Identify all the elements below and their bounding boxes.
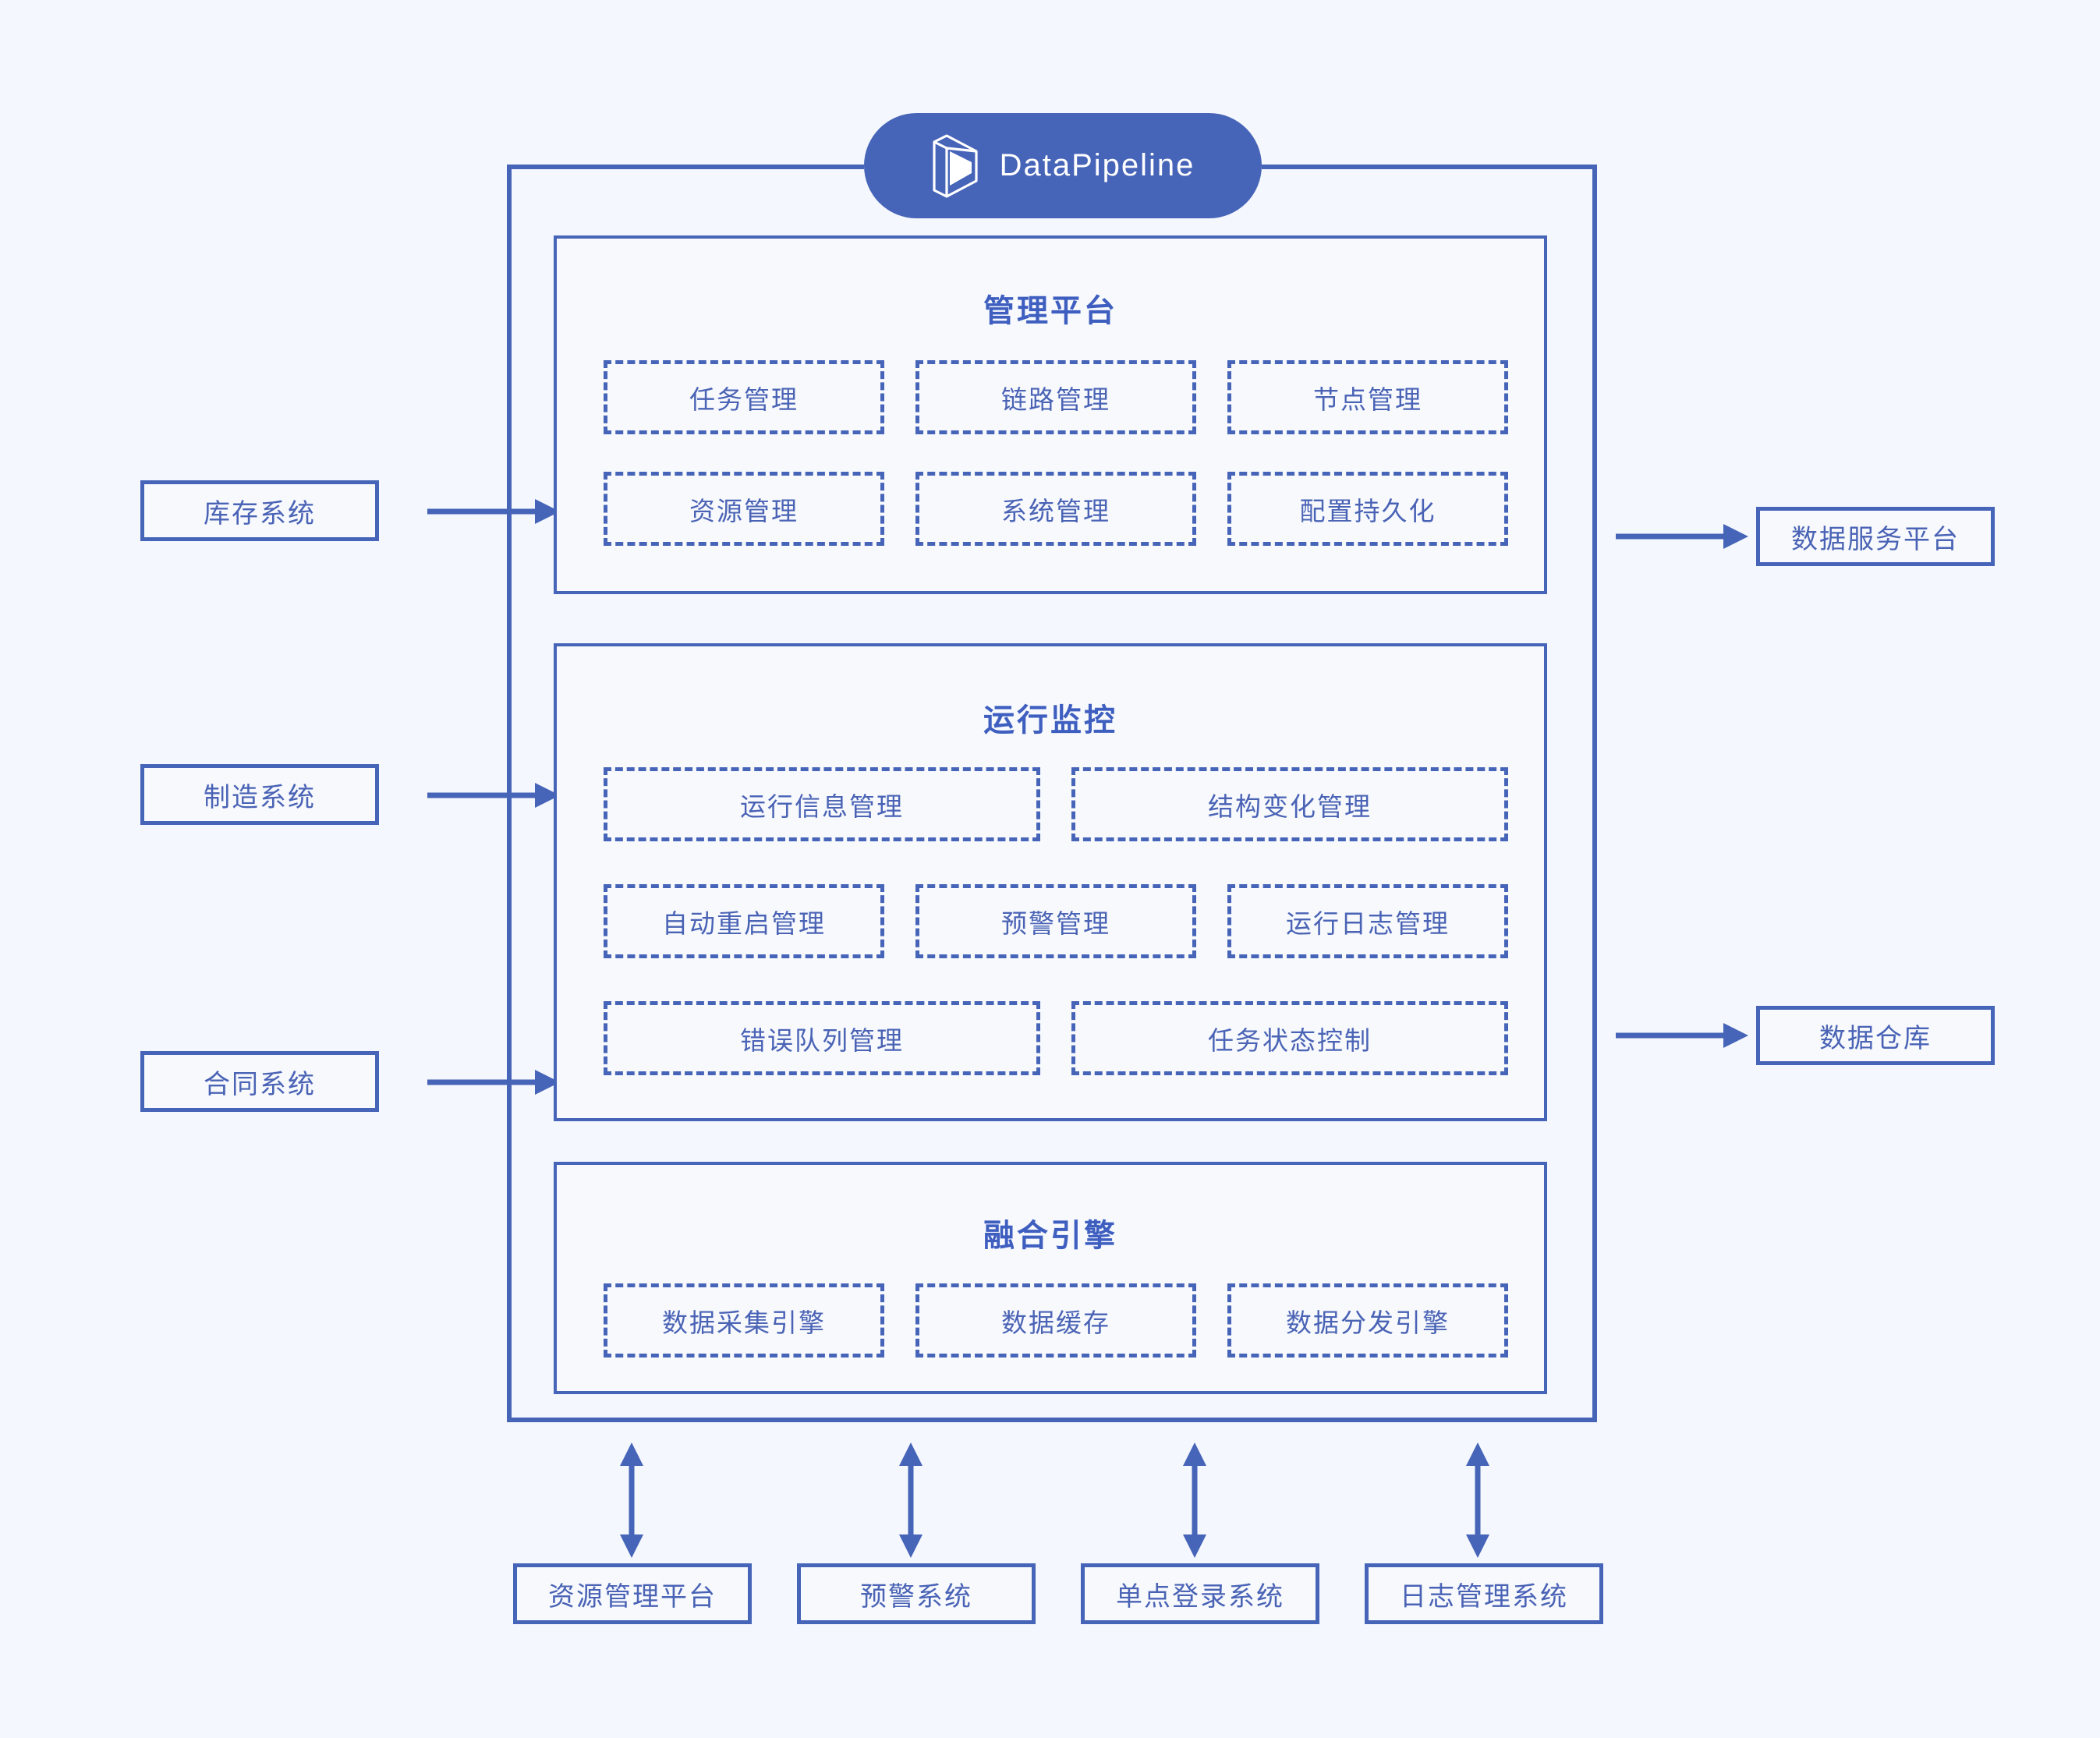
module-link-management[interactable]: 链路管理 bbox=[915, 360, 1196, 434]
module-resource-management[interactable]: 资源管理 bbox=[604, 472, 884, 546]
source-label-0: 库存系统 bbox=[204, 498, 316, 529]
module-task-state-control[interactable]: 任务状态控制 bbox=[1071, 1001, 1508, 1075]
module-label: 节点管理 bbox=[1313, 384, 1422, 414]
target-label-0: 数据服务平台 bbox=[1791, 524, 1960, 554]
brand-name: DataPipeline bbox=[999, 148, 1195, 182]
source-label-1: 制造系统 bbox=[204, 782, 316, 812]
module-data-distribution-engine[interactable]: 数据分发引擎 bbox=[1227, 1283, 1508, 1357]
bottom-system-label-2: 单点登录系统 bbox=[1116, 1581, 1284, 1612]
arrow-right-icon-source-2 bbox=[427, 1067, 560, 1098]
datapipeline-cube-icon bbox=[931, 133, 979, 198]
arrow-updown-icon-1 bbox=[895, 1442, 926, 1558]
module-label: 任务管理 bbox=[689, 384, 799, 414]
panel-title-fusion-engine: 融合引擎 bbox=[983, 1219, 1117, 1253]
module-label: 自动重启管理 bbox=[662, 908, 826, 938]
module-data-cache[interactable]: 数据缓存 bbox=[915, 1283, 1196, 1357]
module-runtime-info-management[interactable]: 运行信息管理 bbox=[604, 767, 1040, 841]
module-auto-restart-management[interactable]: 自动重启管理 bbox=[604, 884, 884, 958]
module-node-management[interactable]: 节点管理 bbox=[1227, 360, 1508, 434]
module-label: 预警管理 bbox=[1001, 908, 1110, 938]
module-task-management[interactable]: 任务管理 bbox=[604, 360, 884, 434]
source-box-2[interactable]: 合同系统 bbox=[140, 1051, 379, 1112]
arrow-right-icon-target-1 bbox=[1616, 1020, 1748, 1051]
module-runtime-log-management[interactable]: 运行日志管理 bbox=[1227, 884, 1508, 958]
target-label-1: 数据仓库 bbox=[1819, 1023, 1932, 1053]
target-box-0[interactable]: 数据服务平台 bbox=[1756, 507, 1995, 566]
bottom-system-label-3: 日志管理系统 bbox=[1400, 1581, 1568, 1612]
module-label: 配置持久化 bbox=[1299, 496, 1436, 526]
bottom-system-label-1: 预警系统 bbox=[860, 1581, 972, 1612]
source-box-1[interactable]: 制造系统 bbox=[140, 764, 379, 825]
module-label: 资源管理 bbox=[689, 496, 799, 526]
module-label: 链路管理 bbox=[1001, 384, 1110, 414]
arrow-right-icon-target-0 bbox=[1616, 521, 1748, 552]
panel-fusion-engine: 融合引擎 数据采集引擎 数据缓存 数据分发引擎 bbox=[554, 1162, 1547, 1394]
arrow-right-icon-source-0 bbox=[427, 496, 560, 527]
target-box-1[interactable]: 数据仓库 bbox=[1756, 1006, 1995, 1065]
module-label: 任务状态控制 bbox=[1208, 1025, 1372, 1055]
module-label: 系统管理 bbox=[1001, 496, 1110, 526]
module-label: 数据采集引擎 bbox=[662, 1308, 826, 1337]
source-box-0[interactable]: 库存系统 bbox=[140, 480, 379, 541]
module-label: 数据缓存 bbox=[1001, 1308, 1110, 1337]
module-structure-change-management[interactable]: 结构变化管理 bbox=[1071, 767, 1508, 841]
module-system-management[interactable]: 系统管理 bbox=[915, 472, 1196, 546]
panel-runtime-monitoring: 运行监控 运行信息管理 结构变化管理 自动重启管理 预警管理 运行日志管理 错误… bbox=[554, 643, 1547, 1121]
module-label: 运行日志管理 bbox=[1286, 908, 1450, 938]
source-label-2: 合同系统 bbox=[204, 1069, 316, 1099]
module-alert-management[interactable]: 预警管理 bbox=[915, 884, 1196, 958]
panel-management-platform: 管理平台 任务管理 链路管理 节点管理 资源管理 系统管理 配置持久化 bbox=[554, 235, 1547, 594]
bottom-system-label-0: 资源管理平台 bbox=[548, 1581, 717, 1612]
module-label: 结构变化管理 bbox=[1208, 791, 1372, 821]
module-label: 数据分发引擎 bbox=[1286, 1308, 1450, 1337]
arrow-right-icon-source-1 bbox=[427, 780, 560, 811]
arrow-updown-icon-3 bbox=[1462, 1442, 1493, 1558]
bottom-system-box-2[interactable]: 单点登录系统 bbox=[1081, 1563, 1319, 1624]
module-data-collection-engine[interactable]: 数据采集引擎 bbox=[604, 1283, 884, 1357]
bottom-system-box-0[interactable]: 资源管理平台 bbox=[513, 1563, 752, 1624]
module-config-persistence[interactable]: 配置持久化 bbox=[1227, 472, 1508, 546]
module-label: 错误队列管理 bbox=[740, 1025, 904, 1055]
module-label: 运行信息管理 bbox=[740, 791, 904, 821]
module-error-queue-management[interactable]: 错误队列管理 bbox=[604, 1001, 1040, 1075]
bottom-system-box-3[interactable]: 日志管理系统 bbox=[1365, 1563, 1603, 1624]
datapipeline-logo-pill: DataPipeline bbox=[864, 113, 1262, 218]
panel-title-runtime-monitoring: 运行监控 bbox=[983, 703, 1117, 738]
arrow-updown-icon-2 bbox=[1179, 1442, 1210, 1558]
panel-title-management-platform: 管理平台 bbox=[983, 294, 1117, 328]
bottom-system-box-1[interactable]: 预警系统 bbox=[797, 1563, 1036, 1624]
arrow-updown-icon-0 bbox=[616, 1442, 647, 1558]
